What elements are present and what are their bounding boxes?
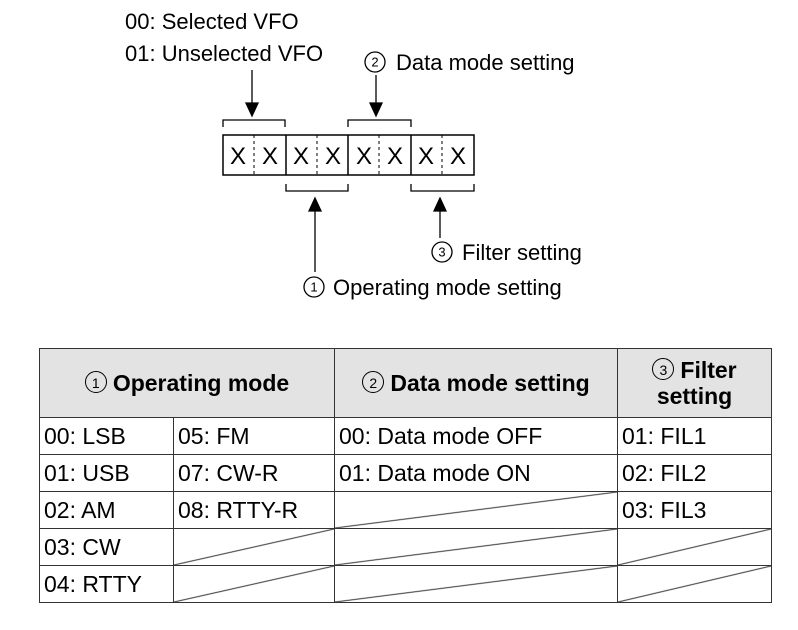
empty-cell <box>334 565 619 603</box>
operating-mode-callout: 1 Operating mode setting <box>303 275 562 300</box>
empty-cell <box>617 528 773 566</box>
table-cell: 07: CW-R <box>172 454 336 492</box>
vfo-unselected-label: 01: Unselected VFO <box>125 41 323 66</box>
byte-cell: X <box>450 143 466 170</box>
table-row: 00: LSB 05: FM 00: Data mode OFF 01: FIL… <box>39 417 773 455</box>
table-cell: 00: Data mode OFF <box>334 417 619 455</box>
vfo-bracket <box>222 119 286 127</box>
circled-number-2 <box>364 51 386 73</box>
header-data-mode-text: Data mode setting <box>390 370 590 396</box>
byte-boxes <box>222 134 475 176</box>
byte-cell: X <box>293 143 309 170</box>
circled-number-1 <box>303 276 325 298</box>
table-cell: 01: USB <box>39 454 174 492</box>
filter-bracket <box>410 184 475 192</box>
table-cell: 00: LSB <box>39 417 174 455</box>
data-mode-bracket <box>347 119 412 127</box>
operating-mode-label: Operating mode setting <box>333 275 562 300</box>
circled-number-1-text: 1 <box>310 280 317 295</box>
operating-mode-bracket <box>285 184 349 192</box>
data-mode-arrow-head <box>368 102 384 118</box>
table-cell: 02: FIL2 <box>617 454 773 492</box>
empty-cell <box>172 565 336 603</box>
table-cell: 04: RTTY <box>39 565 174 603</box>
byte-cell: X <box>387 143 403 170</box>
empty-cell <box>617 565 773 603</box>
table-cell: 03: CW <box>39 528 174 566</box>
vfo-selected-label: 00: Selected VFO <box>125 9 299 34</box>
circled-number-3 <box>431 241 453 263</box>
byte-cell: X <box>325 143 341 170</box>
header-operating-mode-text: Operating mode <box>112 370 290 396</box>
byte-cell: X <box>356 143 372 170</box>
byte-cell: X <box>230 143 246 170</box>
table-row: 01: USB 07: CW-R 01: Data mode ON 02: FI… <box>39 454 773 492</box>
table-row: 02: AM 08: RTTY-R 03: FIL3 <box>39 491 773 529</box>
table-row: 03: CW <box>39 528 773 566</box>
empty-cell <box>172 528 336 566</box>
filter-arrow-head <box>432 196 448 212</box>
arrows <box>244 70 448 272</box>
table-row: 04: RTTY <box>39 565 773 603</box>
vfo-arrow-head <box>244 102 260 118</box>
byte-cells: X X X X X X X X <box>230 143 466 170</box>
header-filter-text: Filter setting <box>656 357 737 409</box>
brackets <box>222 119 475 192</box>
command-format-diagram: 00: Selected VFO 01: Unselected VFO 2 Da… <box>125 9 582 300</box>
data-mode-callout: 2 Data mode setting <box>364 50 575 75</box>
table-cell: 01: Data mode ON <box>334 454 619 492</box>
circled-number-2-text: 2 <box>371 55 378 70</box>
byte-cell: X <box>262 143 278 170</box>
circled-number-1: 1 <box>84 371 107 393</box>
filter-callout: 3 Filter setting <box>431 240 582 265</box>
data-mode-label: Data mode setting <box>396 50 575 75</box>
empty-cell <box>334 528 619 566</box>
table-cell: 05: FM <box>172 417 336 455</box>
table-cell: 02: AM <box>39 491 174 529</box>
filter-label: Filter setting <box>462 240 582 265</box>
empty-cell <box>334 491 619 529</box>
table-cell: 08: RTTY-R <box>172 491 336 529</box>
operating-mode-arrow-head <box>307 196 323 212</box>
circled-number-2: 2 <box>362 371 385 393</box>
byte-cell: X <box>418 143 434 170</box>
circled-number-3: 3 <box>652 358 675 380</box>
table-cell: 03: FIL3 <box>617 491 773 529</box>
circled-number-3-text: 3 <box>438 245 445 260</box>
table-cell: 01: FIL1 <box>617 417 773 455</box>
